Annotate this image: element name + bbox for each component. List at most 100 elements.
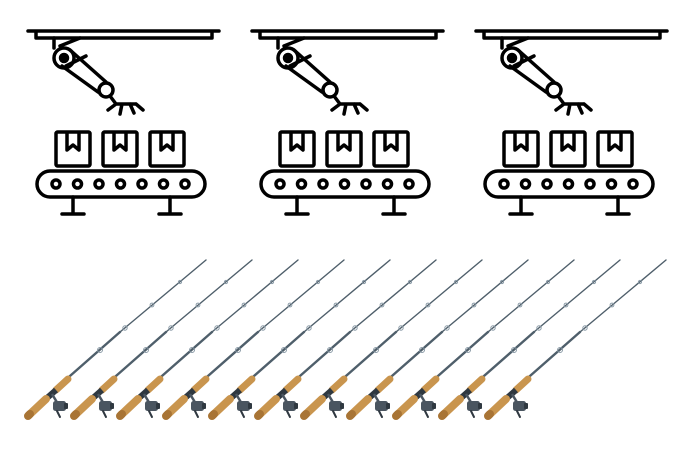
spinning-reel-icon bbox=[372, 393, 390, 418]
rod-guide-icon bbox=[327, 347, 333, 353]
conveyor-roller-icon bbox=[584, 178, 596, 190]
rod-guide-icon bbox=[373, 347, 379, 353]
rod-guide-icon bbox=[333, 302, 339, 308]
rod-tip-icon bbox=[211, 259, 299, 333]
fore-grip-icon bbox=[144, 375, 164, 394]
fishing-rod-icon bbox=[162, 259, 345, 420]
rod-guide-icon bbox=[287, 302, 293, 308]
gripper-icon bbox=[330, 94, 369, 116]
rod-guide-icon bbox=[379, 302, 385, 308]
spinning-reel-icon bbox=[96, 393, 114, 418]
cargo-box-icon bbox=[372, 130, 410, 168]
rod-guide-icon bbox=[235, 347, 241, 353]
spinning-reel-icon bbox=[418, 393, 436, 418]
spinning-reel-icon bbox=[464, 393, 482, 418]
conveyor-roller-icon bbox=[50, 178, 62, 190]
rod-guide-icon bbox=[637, 279, 643, 285]
fishing-rod-icon bbox=[484, 259, 667, 420]
rod-guide-icon bbox=[536, 325, 542, 331]
rod-guide-icon bbox=[269, 279, 275, 285]
fishing-rod-icon bbox=[24, 259, 207, 420]
conveyor-belt-icon bbox=[483, 169, 655, 199]
cargo-box-icon bbox=[101, 130, 139, 168]
rod-tip-icon bbox=[441, 259, 529, 333]
rod-guide-icon bbox=[609, 302, 615, 308]
butt-cap-icon bbox=[116, 410, 126, 420]
rod-guide-icon bbox=[241, 302, 247, 308]
conveyor-roller-icon bbox=[541, 178, 553, 190]
rod-guide-icon bbox=[361, 279, 367, 285]
rod-guide-icon bbox=[195, 302, 201, 308]
forearm-icon bbox=[508, 48, 556, 94]
rod-guide-icon bbox=[168, 325, 174, 331]
conveyor-roller-icon bbox=[562, 178, 575, 190]
gripper-icon bbox=[554, 94, 593, 116]
conveyor-roller-icon bbox=[157, 178, 170, 190]
rod-tip-icon bbox=[257, 259, 345, 333]
rod-blank-icon bbox=[60, 330, 122, 385]
rod-guide-icon bbox=[591, 279, 597, 285]
cargo-box-icon bbox=[502, 130, 540, 168]
rod-tip-icon bbox=[349, 259, 437, 333]
conveyor-roller-icon bbox=[381, 178, 394, 190]
cargo-box-icon bbox=[278, 130, 316, 168]
conveyor-roller-icon bbox=[498, 178, 510, 190]
gripper-icon bbox=[106, 94, 145, 116]
rod-guide-icon bbox=[306, 325, 312, 331]
fishing-rod-icon bbox=[392, 259, 575, 420]
rod-blank-icon bbox=[244, 330, 306, 385]
butt-cap-icon bbox=[300, 410, 310, 420]
robotic-arm-conveyor-icon bbox=[250, 29, 445, 216]
rod-guide-icon bbox=[557, 347, 563, 353]
rod-guide-icon bbox=[223, 279, 229, 285]
cargo-box-icon bbox=[549, 130, 587, 168]
butt-cap-icon bbox=[254, 410, 264, 420]
rod-guide-icon bbox=[419, 347, 425, 353]
rod-guide-icon bbox=[471, 302, 477, 308]
rod-guide-icon bbox=[177, 279, 183, 285]
butt-cap-icon bbox=[484, 410, 494, 420]
rod-guide-icon bbox=[465, 347, 471, 353]
spinning-reel-icon bbox=[142, 393, 160, 418]
rod-blank-icon bbox=[106, 330, 168, 385]
fore-grip-icon bbox=[98, 375, 118, 394]
conveyor-roller-icon bbox=[627, 178, 639, 190]
wrist-joint-icon bbox=[321, 81, 339, 99]
robotic-arm-conveyor-icon bbox=[474, 29, 669, 216]
rod-guide-icon bbox=[149, 302, 155, 308]
butt-cap-icon bbox=[208, 410, 218, 420]
fishing-rod-icon bbox=[254, 259, 437, 420]
rod-guide-icon bbox=[444, 325, 450, 331]
conveyor-leg-icon bbox=[60, 195, 86, 216]
butt-cap-icon bbox=[392, 410, 402, 420]
rod-guide-icon bbox=[281, 347, 287, 353]
spinning-reel-icon bbox=[50, 393, 68, 418]
shoulder-pin-icon bbox=[506, 52, 518, 64]
rod-guide-icon bbox=[143, 347, 149, 353]
spinning-reel-icon bbox=[326, 393, 344, 418]
conveyor-roller-icon bbox=[317, 178, 329, 190]
rod-guide-icon bbox=[545, 279, 551, 285]
rod-guide-icon bbox=[260, 325, 266, 331]
ceiling-rail-icon bbox=[250, 29, 445, 40]
conveyor-roller-icon bbox=[605, 178, 618, 190]
factory-icons-row bbox=[26, 29, 669, 216]
rod-guide-icon bbox=[425, 302, 431, 308]
rod-tip-icon bbox=[395, 259, 483, 333]
fore-grip-icon bbox=[52, 375, 72, 394]
conveyor-roller-icon bbox=[519, 178, 532, 190]
shoulder-pin-icon bbox=[58, 52, 70, 64]
fishing-rod-icon bbox=[346, 259, 529, 420]
rod-guide-icon bbox=[407, 279, 413, 285]
forearm-icon bbox=[284, 48, 332, 94]
conveyor-roller-icon bbox=[295, 178, 308, 190]
conveyor-roller-icon bbox=[136, 178, 148, 190]
cargo-box-icon bbox=[148, 130, 186, 168]
wrist-joint-icon bbox=[545, 81, 563, 99]
conveyor-roller-icon bbox=[338, 178, 351, 190]
rod-tip-icon bbox=[579, 259, 667, 333]
rod-guide-icon bbox=[511, 347, 517, 353]
conveyor-leg-icon bbox=[284, 195, 310, 216]
conveyor-roller-icon bbox=[179, 178, 191, 190]
